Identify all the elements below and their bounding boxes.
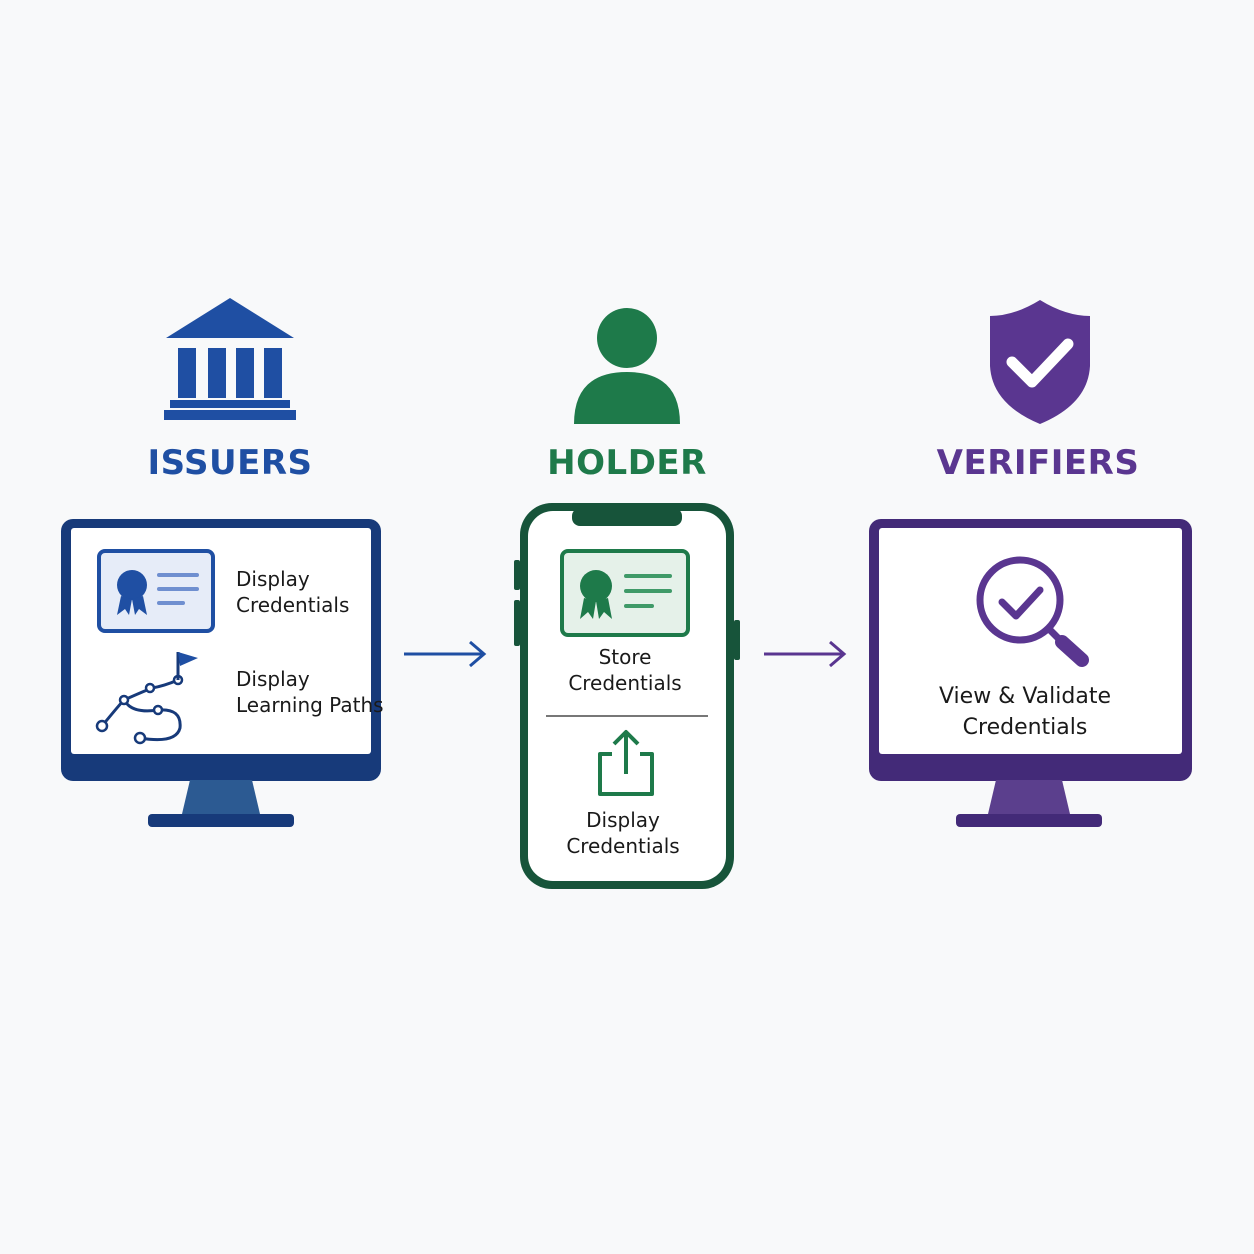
credential-card-icon [560, 549, 690, 637]
arrow-right-icon [404, 640, 487, 668]
credential-card-icon [97, 549, 215, 633]
magnifier-check-icon [976, 556, 1089, 667]
verifier-item-view-validate: View & Validate Credentials [938, 684, 1111, 740]
issuer-item-display-learning-paths: Display Learning Paths [236, 667, 384, 717]
shield-check-icon [990, 300, 1090, 424]
holder-item-display-credentials: Display Credentials [566, 808, 680, 858]
holder-item-store-credentials: Store Credentials [568, 645, 682, 695]
learning-path-icon [95, 652, 198, 745]
verifiers-title: VERIFIERS [936, 443, 1140, 483]
arrow-right-icon [764, 640, 847, 668]
issuers-title: ISSUERS [147, 443, 313, 483]
person-icon [574, 308, 680, 424]
issuer-item-display-credentials: Display Credentials [236, 567, 350, 617]
institution-icon [164, 298, 296, 420]
share-upload-icon [598, 730, 654, 796]
holder-title: HOLDER [547, 443, 707, 483]
